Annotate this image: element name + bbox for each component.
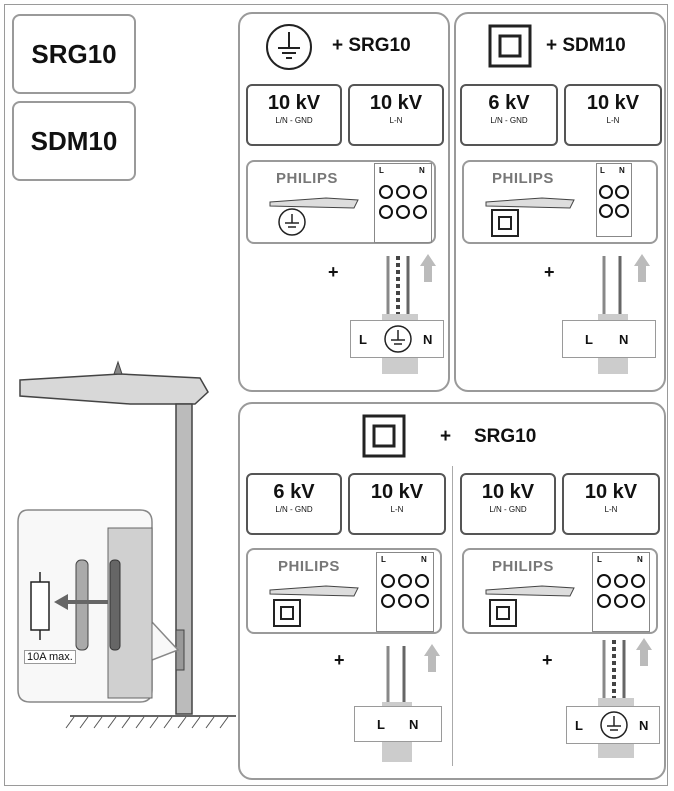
arrow-up-icon xyxy=(424,644,440,672)
conn-l: L xyxy=(377,717,385,732)
conn-n: N xyxy=(409,717,419,732)
panel-b-brand: PHILIPS xyxy=(492,170,554,187)
panel-c-right-terminal-block: L N xyxy=(592,552,650,632)
panel-c-right-cable xyxy=(598,638,652,758)
panel-b-connector: L N xyxy=(562,320,656,358)
kv-sub: L/N - GND xyxy=(489,505,527,514)
panel-c-plus: + xyxy=(440,426,452,447)
kv-value: 10 kV xyxy=(267,92,321,114)
panel-c-title: SRG10 xyxy=(474,426,537,447)
panel-c-left-luminaire xyxy=(269,585,359,627)
terminal-l: L xyxy=(381,555,386,564)
earth-ground-icon xyxy=(266,24,312,70)
conn-l: L xyxy=(575,718,583,733)
fuse-holder xyxy=(109,559,121,651)
kv-value: 10 kV xyxy=(369,92,423,114)
panel-b-cable xyxy=(598,254,650,374)
panel-a-brand: PHILIPS xyxy=(276,170,338,187)
kv-value: 10 kV xyxy=(586,92,640,114)
terminal-l: L xyxy=(379,166,384,175)
double-insulation-icon xyxy=(488,24,532,68)
panel-c-divider xyxy=(452,466,453,766)
conn-n: N xyxy=(639,718,649,733)
panel-c-right-connector: L N xyxy=(566,706,660,744)
srg10-tag: SRG10 xyxy=(12,14,136,94)
kv-sub: L-N xyxy=(604,505,618,514)
arrow-up-icon xyxy=(420,254,436,282)
panel-c-left-terminal-block: L N xyxy=(376,552,434,632)
fuse-icon xyxy=(30,572,50,640)
kv-value: 10 kV xyxy=(481,481,535,503)
panel-b-luminaire xyxy=(485,197,575,237)
fuse-rating-caption: 10A max. xyxy=(24,650,76,664)
panel-c-right-luminaire xyxy=(485,585,575,627)
conn-n: N xyxy=(423,332,433,347)
kv-sub: L/N - GND xyxy=(275,116,313,125)
conn-n: N xyxy=(619,332,629,347)
panel-c-left-kv-ln: 10 kV L-N xyxy=(348,473,446,535)
arrow-up-icon xyxy=(634,254,650,282)
sdm10-label: SDM10 xyxy=(30,125,118,156)
panel-b-kv-lngnd: 6 kV L/N - GND xyxy=(460,84,558,146)
sdm10-tag: SDM10 xyxy=(12,101,136,181)
panel-a-connector: L N xyxy=(350,320,444,358)
panel-b-terminal-block: L N xyxy=(596,163,632,237)
ground-hatching xyxy=(65,716,229,729)
kv-value: 6 kV xyxy=(273,481,315,503)
panel-a-title: + SRG10 xyxy=(332,35,411,56)
diagram-frame xyxy=(4,4,668,786)
luminaire-sensor xyxy=(113,360,123,375)
panel-a-kv-ln: 10 kV L-N xyxy=(348,84,444,146)
kv-sub: L-N xyxy=(390,505,404,514)
kv-value: 10 kV xyxy=(584,481,638,503)
panel-c-left-cable xyxy=(382,644,440,762)
conn-l: L xyxy=(359,332,367,347)
panel-a-cable xyxy=(382,254,436,374)
kv-sub: L-N xyxy=(606,116,620,125)
kv-sub: L-N xyxy=(389,116,403,125)
srg10-label: SRG10 xyxy=(31,38,117,69)
kv-value: 6 kV xyxy=(488,92,530,114)
kv-value: 10 kV xyxy=(370,481,424,503)
panel-c-right-brand: PHILIPS xyxy=(492,558,554,575)
terminal-n: N xyxy=(421,555,427,564)
fuse-drawer xyxy=(75,559,89,651)
luminaire-head xyxy=(19,373,209,405)
terminal-n: N xyxy=(419,166,425,175)
panel-c-right-kv-lngnd: 10 kV L/N - GND xyxy=(460,473,556,535)
panel-a-kv-lngnd: 10 kV L/N - GND xyxy=(246,84,342,146)
arrow-up-icon xyxy=(636,638,652,666)
panel-c-left-connector: L N xyxy=(354,706,442,742)
panel-b-kv-ln: 10 kV L-N xyxy=(564,84,662,146)
terminal-n: N xyxy=(637,555,643,564)
panel-b-title: + SDM10 xyxy=(546,35,626,56)
conn-l: L xyxy=(585,332,593,347)
panel-c-left-brand: PHILIPS xyxy=(278,558,340,575)
street-light-illustration xyxy=(17,360,236,729)
panel-a-terminal-block: L N xyxy=(374,163,432,243)
panel-c-right-kv-ln: 10 kV L-N xyxy=(562,473,660,535)
panel-a-plus: + xyxy=(328,262,339,282)
panel-c-left-kv-lngnd: 6 kV L/N - GND xyxy=(246,473,342,535)
panel-a-luminaire xyxy=(269,197,359,236)
panel-c-right-plus: + xyxy=(542,650,553,670)
terminal-l: L xyxy=(600,166,605,175)
kv-sub: L/N - GND xyxy=(490,116,528,125)
arrow-left-head xyxy=(54,594,68,610)
terminal-l: L xyxy=(597,555,602,564)
double-insulation-icon xyxy=(362,414,406,458)
panel-c-left-plus: + xyxy=(334,650,345,670)
kv-sub: L/N - GND xyxy=(275,505,313,514)
panel-b-plus: + xyxy=(544,262,555,282)
terminal-n: N xyxy=(619,166,625,175)
